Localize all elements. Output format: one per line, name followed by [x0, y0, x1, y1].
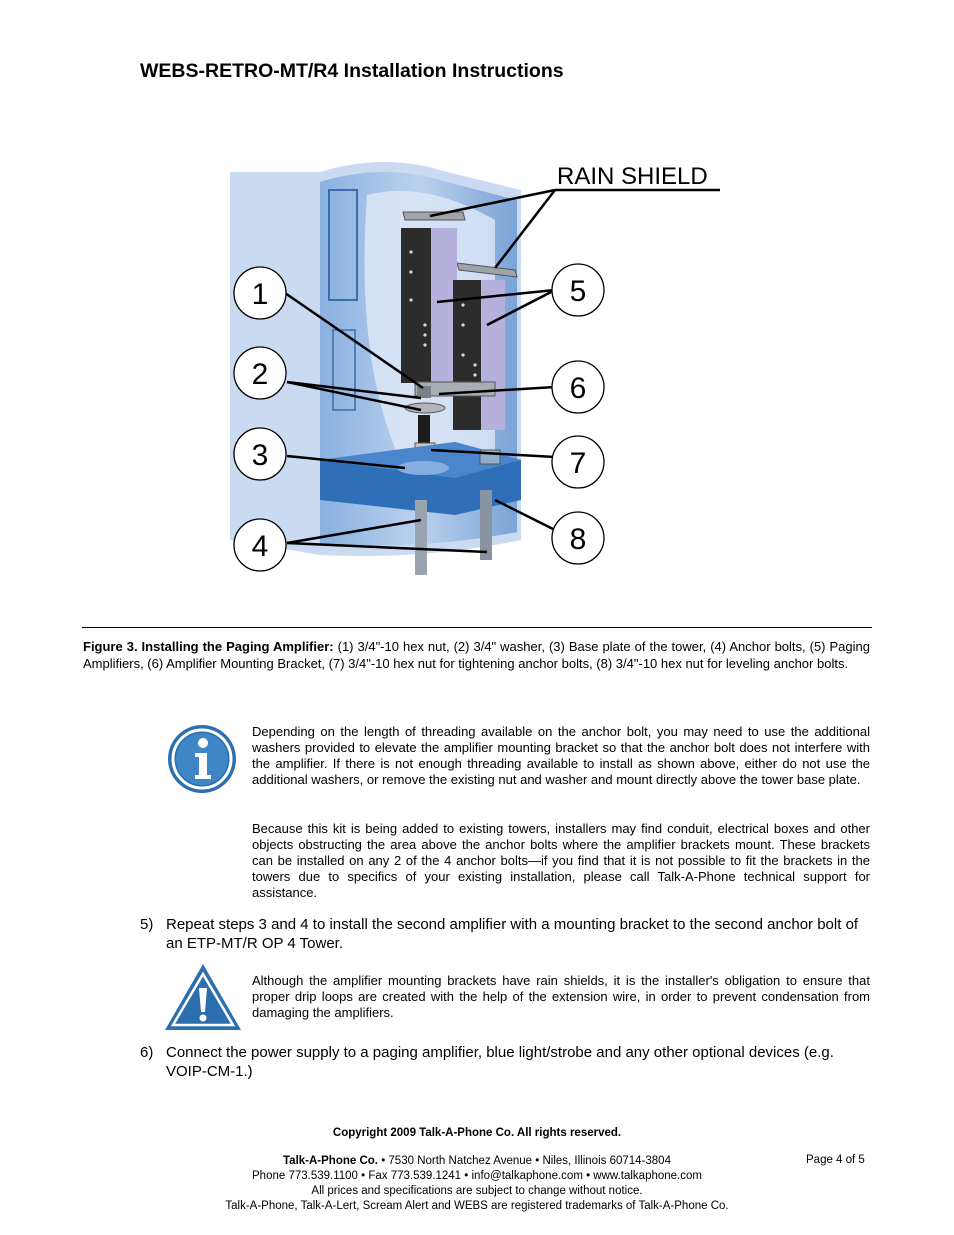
footer-copyright: Copyright 2009 Talk-A-Phone Co. All righ…	[332, 1127, 622, 1139]
callout-6: 6	[551, 360, 605, 414]
rain-shield-label: RAIN SHIELD	[557, 163, 708, 190]
svg-text:1: 1	[252, 278, 269, 311]
footer-notice: All prices and specifications are subjec…	[311, 1185, 643, 1197]
step-5: 5) Repeat steps 3 and 4 to install the s…	[140, 915, 870, 953]
svg-text:5: 5	[570, 275, 587, 308]
info-note-paragraph-1: Depending on the length of threading ava…	[252, 724, 870, 787]
step-text: Repeat steps 3 and 4 to install the seco…	[166, 916, 859, 952]
step-number: 6)	[140, 1044, 154, 1061]
callout-4: 4	[233, 518, 287, 572]
svg-text:8: 8	[570, 523, 587, 556]
callout-8: 8	[551, 511, 605, 565]
svg-text:4: 4	[252, 530, 269, 563]
figure-caption: Figure 3. Installing the Paging Amplifie…	[83, 639, 870, 672]
svg-text:7: 7	[570, 447, 587, 480]
figure-caption-body: (1) 3/4"-10 hex nut, (2) 3/4" washer, (3…	[83, 639, 870, 671]
callout-1: 1	[233, 266, 287, 320]
footer-trademarks: Talk-A-Phone, Talk-A-Lert, Scream Alert …	[225, 1200, 729, 1212]
footer-company-name: Talk-A-Phone Co.	[283, 1155, 378, 1167]
svg-text:6: 6	[570, 372, 587, 405]
info-note-paragraph-2: Because this kit is being added to exist…	[252, 821, 870, 900]
footer-company-info: Talk-A-Phone Co. • 7530 North Natchez Av…	[82, 1154, 872, 1214]
footer-contact: Phone 773.539.1100 • Fax 773.539.1241 • …	[252, 1170, 702, 1182]
step-number: 5)	[140, 916, 154, 933]
step-6: 6) Connect the power supply to a paging …	[140, 1043, 870, 1081]
callout-3: 3	[233, 427, 287, 481]
figure-caption-lead: Figure 3. Installing the Paging Amplifie…	[83, 639, 334, 654]
callout-7: 7	[551, 435, 605, 489]
callout-5: 5	[551, 263, 605, 317]
page-number: Page 4 of 5	[806, 1154, 865, 1166]
footer-address: • 7530 North Natchez Avenue • Niles, Ill…	[378, 1155, 671, 1167]
installation-figure: RAIN SHIELD 1 2 3 4 5 6 7 8	[230, 162, 720, 575]
svg-text:3: 3	[252, 439, 269, 472]
warning-icon	[165, 964, 241, 1030]
step-text: Connect the power supply to a paging amp…	[166, 1044, 834, 1080]
callout-2: 2	[233, 346, 287, 400]
svg-text:2: 2	[252, 358, 269, 391]
info-icon	[168, 725, 236, 793]
section-divider	[82, 627, 872, 628]
warning-note: Although the amplifier mounting brackets…	[252, 973, 870, 1020]
page-title: WEBS-RETRO-MT/R4 Installation Instructio…	[140, 60, 564, 82]
